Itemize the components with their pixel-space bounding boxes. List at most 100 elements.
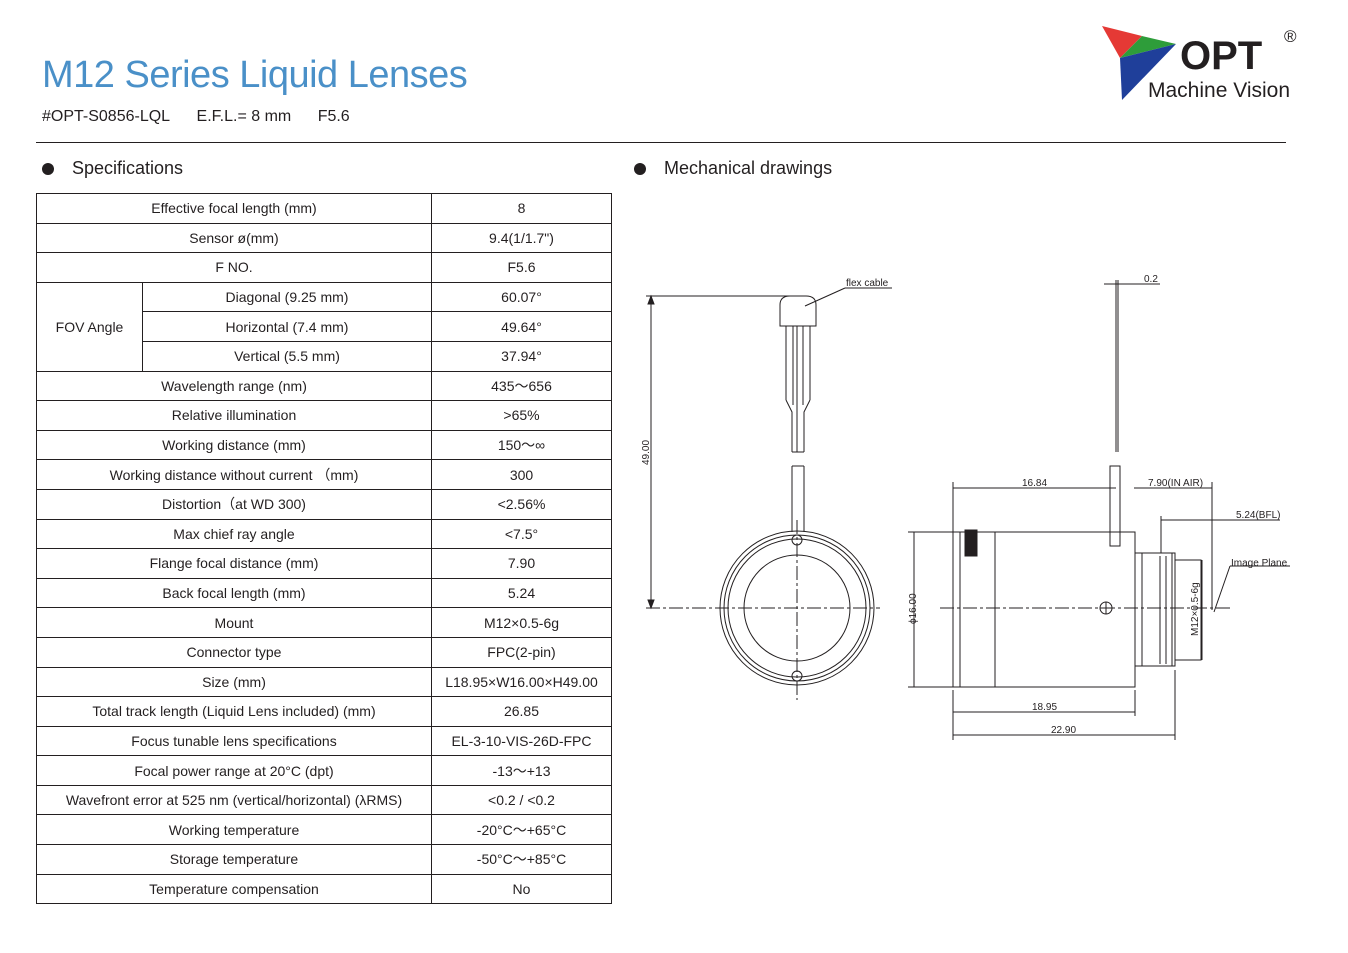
spec-label: Storage temperature — [36, 844, 432, 875]
spec-label: Vertical (5.5 mm) — [142, 340, 432, 372]
spec-value: <7.5° — [431, 518, 612, 550]
spec-value: FPC(2-pin) — [431, 636, 612, 668]
spec-label: Relative illumination — [36, 400, 432, 431]
spec-value: M12×0.5-6g — [431, 607, 612, 638]
spec-value: <2.56% — [431, 488, 612, 520]
spec-value: F5.6 — [431, 252, 612, 283]
spec-label: Distortion（at WD 300) — [36, 488, 432, 520]
bullet-icon — [634, 162, 646, 175]
spec-value: <0.2 / <0.2 — [431, 784, 612, 816]
spec-value: 150～∞ — [431, 429, 612, 461]
spec-value: -13～+13 — [431, 755, 612, 786]
spec-label: Focal power range at 20°C (dpt) — [36, 755, 432, 786]
bullet-icon — [42, 162, 54, 175]
table-row: Vertical (5.5 mm)37.94° — [37, 340, 612, 372]
table-row: Flange focal distance (mm)7.90 — [36, 548, 612, 579]
table-row: Wavefront error at 525 nm (vertical/hori… — [36, 784, 612, 816]
spec-label: Sensor ø(mm) — [36, 222, 432, 254]
lens-mount-thread — [1134, 552, 1176, 667]
header-rule — [36, 142, 1286, 143]
table-row: Focal power range at 20°C (dpt)-13～+13 — [36, 755, 612, 786]
spec-value: 9.4(1/1.7") — [431, 222, 612, 254]
arrow-icon — [647, 599, 655, 610]
specs-heading: Specifications — [36, 158, 183, 179]
spec-value: -20°C～+65°C — [431, 814, 612, 846]
spec-value: No — [431, 873, 612, 905]
spec-label: Effective focal length (mm) — [36, 193, 432, 224]
model-number: #OPT-S0856-LQL — [42, 108, 171, 125]
label-18-95: 18.95 — [1032, 702, 1057, 713]
label-image-plane: Image Plane — [1231, 558, 1288, 569]
spec-value: 435～656 — [431, 370, 612, 402]
logo-brand: OPT — [1180, 34, 1262, 78]
spec-label: Max chief ray angle — [36, 518, 432, 550]
spec-label: Diagonal (9.25 mm) — [142, 281, 432, 313]
spec-label: Wavefront error at 525 nm (vertical/hori… — [36, 784, 432, 816]
table-row: Working temperature-20°C～+65°C — [36, 814, 612, 846]
spec-label: Total track length (Liquid Lens included… — [36, 696, 432, 727]
spec-value: 8 — [431, 193, 612, 224]
spec-label: F NO. — [36, 252, 432, 283]
spec-value: L18.95×W16.00×H49.00 — [431, 666, 612, 698]
spec-label: Working distance without current （mm) — [36, 459, 432, 490]
spec-value: 7.90 — [431, 548, 612, 579]
spec-label: Working distance (mm) — [36, 429, 432, 461]
page-title: M12 Series Liquid Lenses — [42, 54, 468, 96]
spec-label: Mount — [36, 607, 432, 638]
opt-logo: OPT ® Machine Vision — [1102, 26, 1297, 102]
table-row: Sensor ø(mm)9.4(1/1.7") — [36, 222, 612, 254]
logo-registered: ® — [1284, 27, 1297, 46]
spec-label: Temperature compensation — [36, 873, 432, 905]
table-row: Total track length (Liquid Lens included… — [36, 696, 612, 727]
mechanical-drawing: flex cable 49.00 0.2 16.84 7.90(IN AIR) … — [641, 274, 1290, 740]
flex-cable-tab — [779, 295, 817, 327]
table-row: Wavelength range (nm)435～656 — [36, 370, 612, 402]
table-row: Relative illumination>65% — [36, 400, 612, 431]
label-mount: M12×0.5-6g — [1190, 582, 1201, 636]
lens-barrel-body — [994, 531, 1136, 688]
specs-heading-text: Specifications — [72, 158, 184, 178]
spec-label: Connector type — [36, 636, 432, 668]
fov-angle-label: FOV Angle — [36, 281, 143, 372]
label-thickness: 0.2 — [1144, 274, 1158, 285]
spec-label: Flange focal distance (mm) — [36, 548, 432, 579]
table-row: Working distance (mm)150～∞ — [36, 429, 612, 461]
drawings-heading: Mechanical drawings — [628, 158, 832, 179]
table-row: Storage temperature-50°C～+85°C — [36, 844, 612, 875]
label-height: 49.00 — [641, 440, 652, 465]
table-row: Effective focal length (mm)8 — [36, 193, 612, 224]
spec-label: Wavelength range (nm) — [36, 370, 432, 402]
spec-value: -50°C～+85°C — [431, 844, 612, 875]
logo-green-triangle — [1120, 36, 1176, 58]
efl-value: E.F.L.= 8 mm — [196, 108, 292, 125]
label-bfl: 5.24(BFL) — [1236, 510, 1280, 521]
drawings-heading-text: Mechanical drawings — [664, 158, 833, 178]
spec-value: 60.07° — [431, 281, 612, 313]
table-row: Distortion（at WD 300)<2.56% — [36, 488, 612, 520]
table-row: Working distance without current （mm)300 — [36, 459, 612, 490]
spec-label: Back focal length (mm) — [36, 577, 432, 609]
spec-value: >65% — [431, 400, 612, 431]
logo-blue-triangle — [1120, 44, 1176, 100]
table-row: Size (mm)L18.95×W16.00×H49.00 — [36, 666, 612, 698]
spec-label: Horizontal (7.4 mm) — [142, 311, 432, 342]
product-subline: #OPT-S0856-LQL E.F.L.= 8 mm F5.6 — [42, 108, 372, 126]
spec-value: 37.94° — [431, 340, 612, 372]
label-flex-cable: flex cable — [846, 278, 889, 289]
spec-value: EL-3-10-VIS-26D-FPC — [431, 725, 612, 757]
label-22-90: 22.90 — [1051, 725, 1076, 736]
label-diameter: ϕ16.00 — [908, 593, 919, 624]
label-16-84: 16.84 — [1022, 478, 1047, 489]
spec-value: 26.85 — [431, 696, 612, 727]
f-number: F5.6 — [317, 108, 350, 125]
spec-label: Focus tunable lens specifications — [36, 725, 432, 757]
spec-value: 5.24 — [431, 577, 612, 609]
table-row: Back focal length (mm)5.24 — [36, 577, 612, 609]
logo-tagline: Machine Vision — [1148, 79, 1290, 102]
